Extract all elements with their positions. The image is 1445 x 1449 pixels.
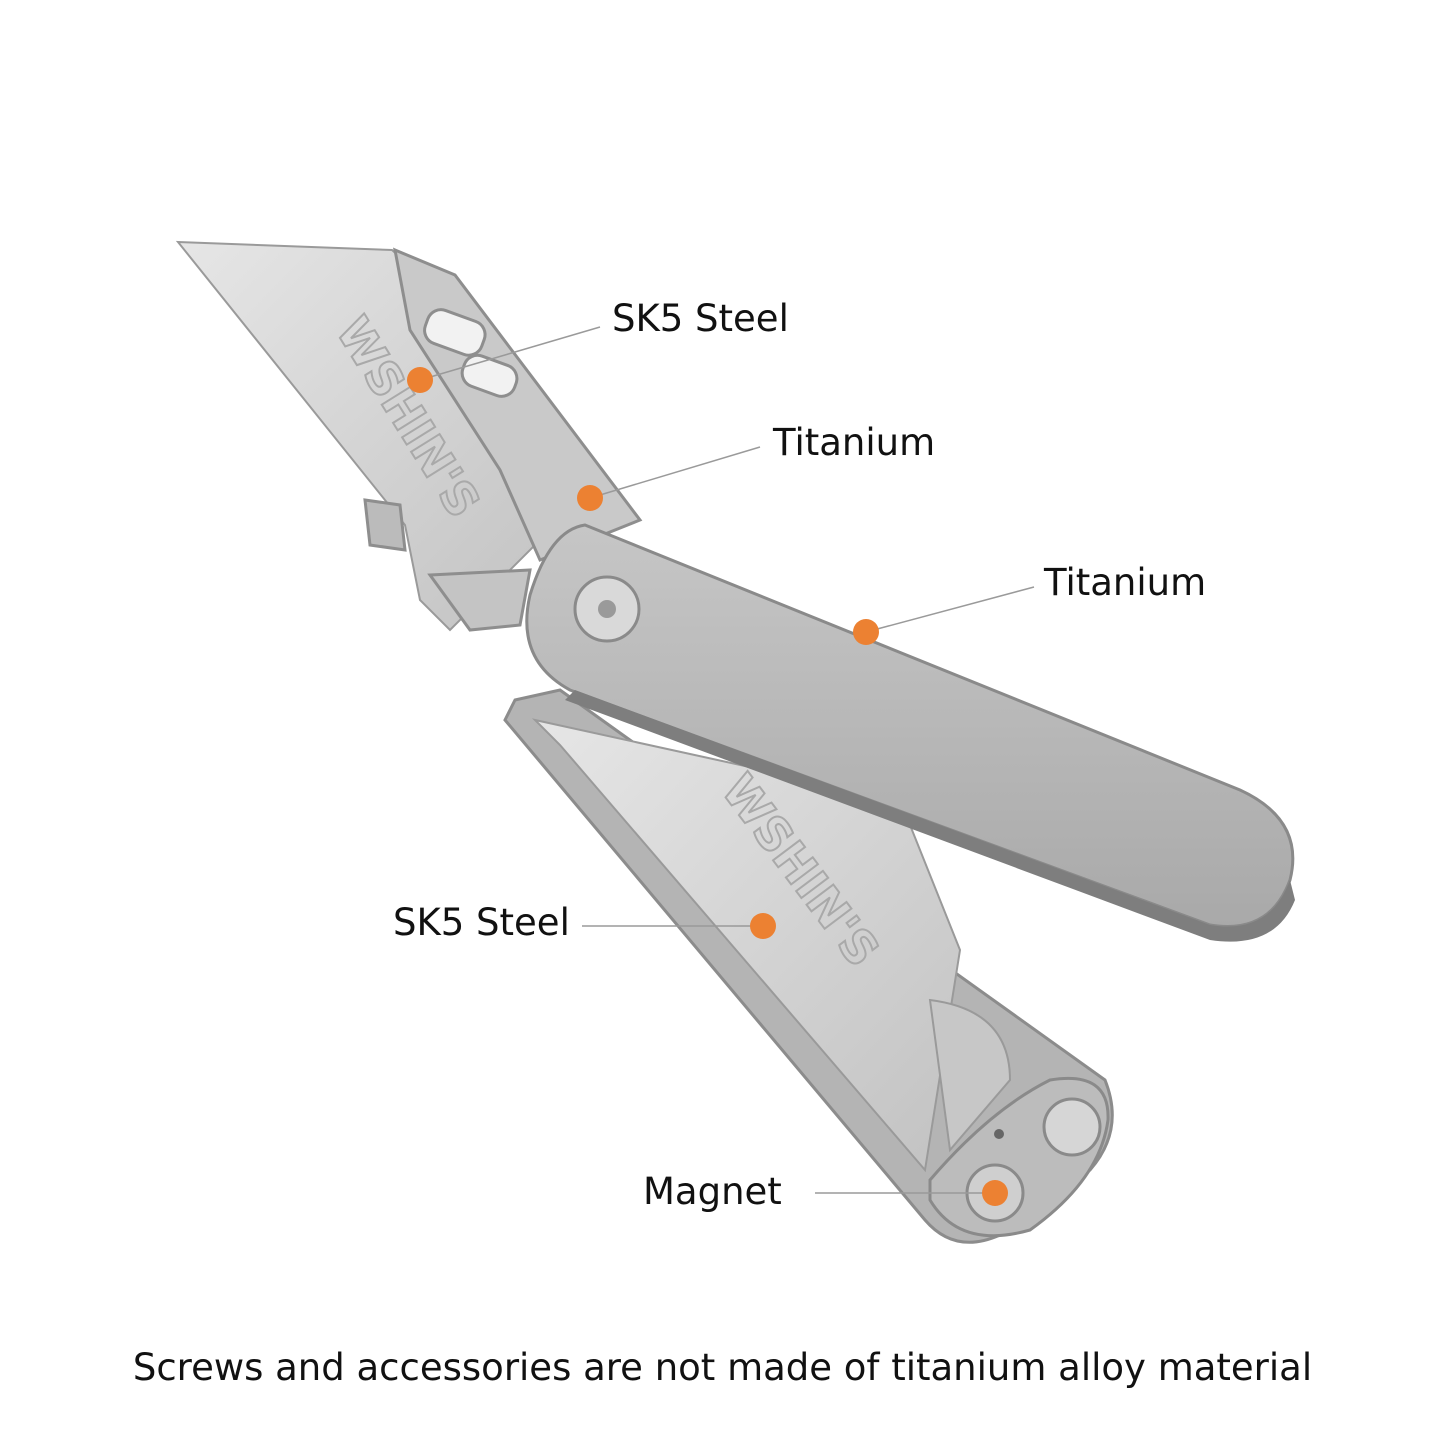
label-titanium-handle: Titanium: [1044, 561, 1207, 604]
label-titanium-holder: Titanium: [773, 421, 936, 464]
main-titanium-handle: [525, 523, 1295, 942]
label-sk5-steel-bottom: SK5 Steel: [393, 901, 570, 944]
label-sk5-steel-top: SK5 Steel: [612, 297, 789, 340]
marker-sk5-top: [407, 367, 433, 393]
marker-magnet: [982, 1180, 1008, 1206]
markers: [407, 367, 1008, 1206]
leader-lines: [419, 326, 1035, 1194]
marker-titanium-2: [853, 619, 879, 645]
label-magnet: Magnet: [643, 1170, 782, 1213]
upper-blade-assembly: WSHIN'S: [175, 240, 643, 632]
lower-handle: WSHIN'S: [503, 688, 1114, 1244]
footnote: Screws and accessories are not made of t…: [132, 1346, 1313, 1389]
marker-sk5-bottom: [750, 913, 776, 939]
marker-titanium-1: [577, 485, 603, 511]
screw-icon: [1042, 1097, 1102, 1157]
